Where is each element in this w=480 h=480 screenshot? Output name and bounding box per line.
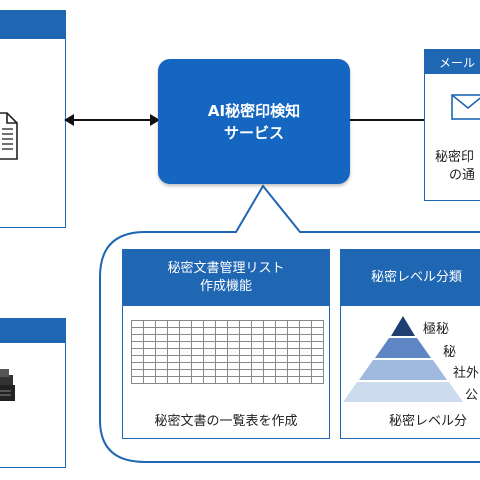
mail-panel-header: メール	[425, 50, 480, 74]
list-card-caption: 秘密文書の一覧表を作成	[154, 414, 298, 429]
pyramid-level-top-secret	[391, 316, 415, 336]
level-label-public: 公	[465, 388, 479, 403]
pyramid-level-public	[343, 382, 463, 402]
document-list-table-thumbnail	[131, 320, 324, 384]
ai-seal-detection-service: AI秘密印検知 サービス	[158, 59, 350, 184]
secret-level-pyramid	[343, 316, 463, 402]
level-label-top-secret: 極秘	[423, 322, 450, 337]
mail-text-line2: の通	[449, 168, 476, 183]
double-arrow-icon	[64, 112, 160, 128]
list-card-title-line2: 作成機能	[199, 279, 252, 294]
left-bottom-panel-header	[0, 319, 65, 343]
list-card-header: 秘密文書管理リスト 作成機能	[123, 250, 329, 306]
left-top-panel-header	[0, 11, 65, 39]
mail-panel-title: メール	[439, 55, 476, 70]
pyramid-level-external	[359, 360, 447, 380]
left-top-panel	[0, 10, 66, 228]
level-card-header: 秘密レベル分類	[341, 250, 480, 306]
level-label-secret: 秘	[443, 345, 457, 360]
pyramid-level-secret	[375, 338, 431, 358]
printer-icon	[0, 367, 17, 411]
secret-document-list-card: 秘密文書管理リスト 作成機能 秘密文書の一覧表を作成	[122, 249, 330, 439]
list-card-title-line1: 秘密文書管理リスト	[167, 261, 285, 276]
level-card-caption: 秘密レベル分	[389, 414, 468, 429]
level-label-external: 社外	[453, 366, 480, 381]
mail-icon	[451, 94, 480, 124]
service-title-line2: サービス	[223, 123, 284, 142]
secret-level-classification-card: 秘密レベル分類 極秘 秘 社外 公 秘密レベル分	[340, 249, 480, 439]
mail-panel: メール 秘密印 の通	[424, 49, 480, 201]
level-card-title: 秘密レベル分類	[371, 270, 463, 285]
connector-line	[350, 119, 426, 121]
left-bottom-panel	[0, 318, 66, 468]
mail-text-line1: 秘密印	[435, 150, 475, 165]
service-title-line1: AI秘密印検知	[207, 101, 301, 120]
document-icon	[0, 111, 19, 165]
